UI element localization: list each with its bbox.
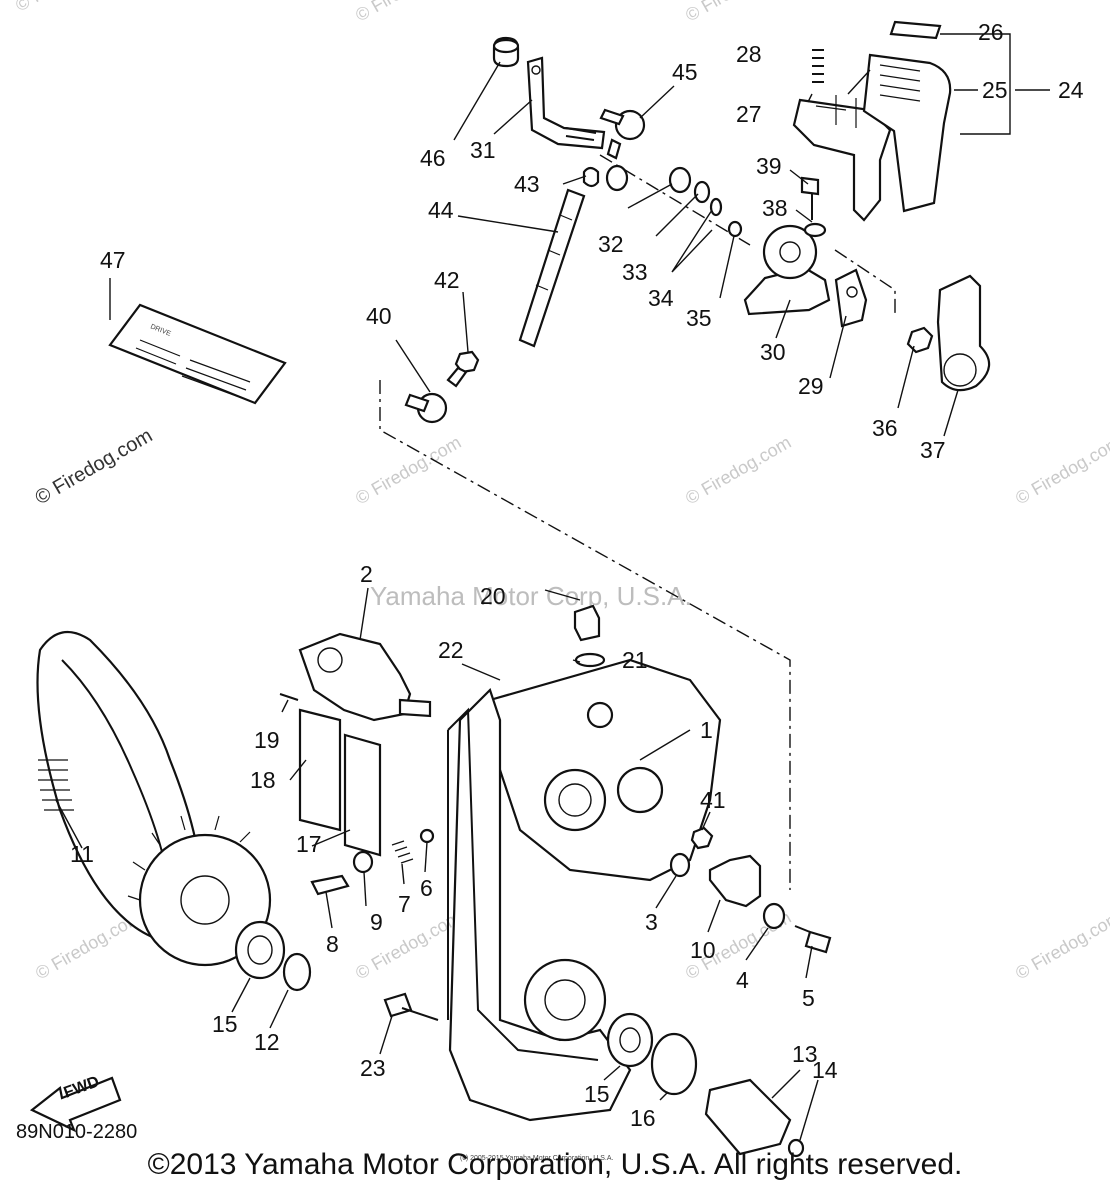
part-label: 34 [648,285,674,311]
part-label: 30 [760,339,786,365]
diagram-code: 89N010-2280 [16,1121,137,1143]
part-label: 21 [622,647,648,673]
gearcase-assembly [36,604,832,1158]
part-label: 35 [686,305,712,331]
shift-linkage-assembly [379,20,991,890]
part-label: 15 [584,1081,610,1107]
part-label: 7 [398,891,411,917]
part-label: 19 [254,727,280,753]
part-label: 36 [872,415,898,441]
part-label: 10 [690,937,716,963]
part-label: 14 [812,1057,838,1083]
watermark-text: © Firedog.com [12,0,124,15]
part-label: 16 [630,1105,656,1131]
part-label: 27 [736,101,762,127]
part-label: 37 [920,437,946,463]
part-label: 9 [370,909,383,935]
part-label: 15 [212,1011,238,1037]
watermark-text: © Firedog.com [1012,907,1110,983]
part-label: 41 [700,787,726,813]
part-label: 25 [982,77,1008,103]
part-label: 32 [598,231,624,257]
part-label: 12 [254,1029,280,1055]
part-label: 18 [250,767,276,793]
part-label: 4 [736,967,749,993]
part-label: 20 [480,583,506,609]
leader-lines [55,33,1050,1141]
part-label: 17 [296,831,322,857]
part-label: 44 [428,197,454,223]
part-label: 24 [1058,77,1084,103]
part-label: 39 [756,153,782,179]
copyright-notice: ©2013 Yamaha Motor Corporation, U.S.A. A… [147,1148,963,1181]
part-label: 8 [326,931,339,957]
watermark-text: © Firedog.com [32,425,157,510]
part-label: 45 [672,59,698,85]
part-label: 6 [420,875,433,901]
watermark-text: © Firedog.com [682,432,794,508]
part-label: 11 [70,841,94,867]
fwd-arrow: FWD [29,1073,122,1133]
part-label: 31 [470,137,496,163]
part-label: 26 [978,19,1004,45]
watermark-text: © Firedog.com [352,0,464,25]
part-label: 1 [700,717,713,743]
part-label: 5 [802,985,815,1011]
part-label: 40 [366,303,392,329]
part-label: 22 [438,637,464,663]
watermark-text: © Firedog.com [682,0,794,25]
part-label: 13 [792,1041,818,1067]
part-labels: 1 2 3 4 5 6 7 8 9 10 11 12 13 14 15 15 1… [70,19,1084,1131]
fine-print: (c) 2005-2015 Yamaha Motor Corporation, … [460,1155,613,1162]
part-label: 3 [645,909,658,935]
watermark-text: © Firedog.com [352,432,464,508]
part-label: 42 [434,267,460,293]
part-label: 29 [798,373,824,399]
part-label: 38 [762,195,788,221]
center-watermark: Yamaha Motor Corp, U.S.A. [370,581,692,611]
part-label: 46 [420,145,446,171]
part-label: 33 [622,259,648,285]
part-label: 2 [360,561,373,587]
drive-decal: DRIVE [108,303,287,405]
part-label: 23 [360,1055,386,1081]
part-label: 28 [736,41,762,67]
watermark-text: © Firedog.com [1012,432,1110,508]
part-label: 43 [514,171,540,197]
part-label: 47 [100,247,126,273]
